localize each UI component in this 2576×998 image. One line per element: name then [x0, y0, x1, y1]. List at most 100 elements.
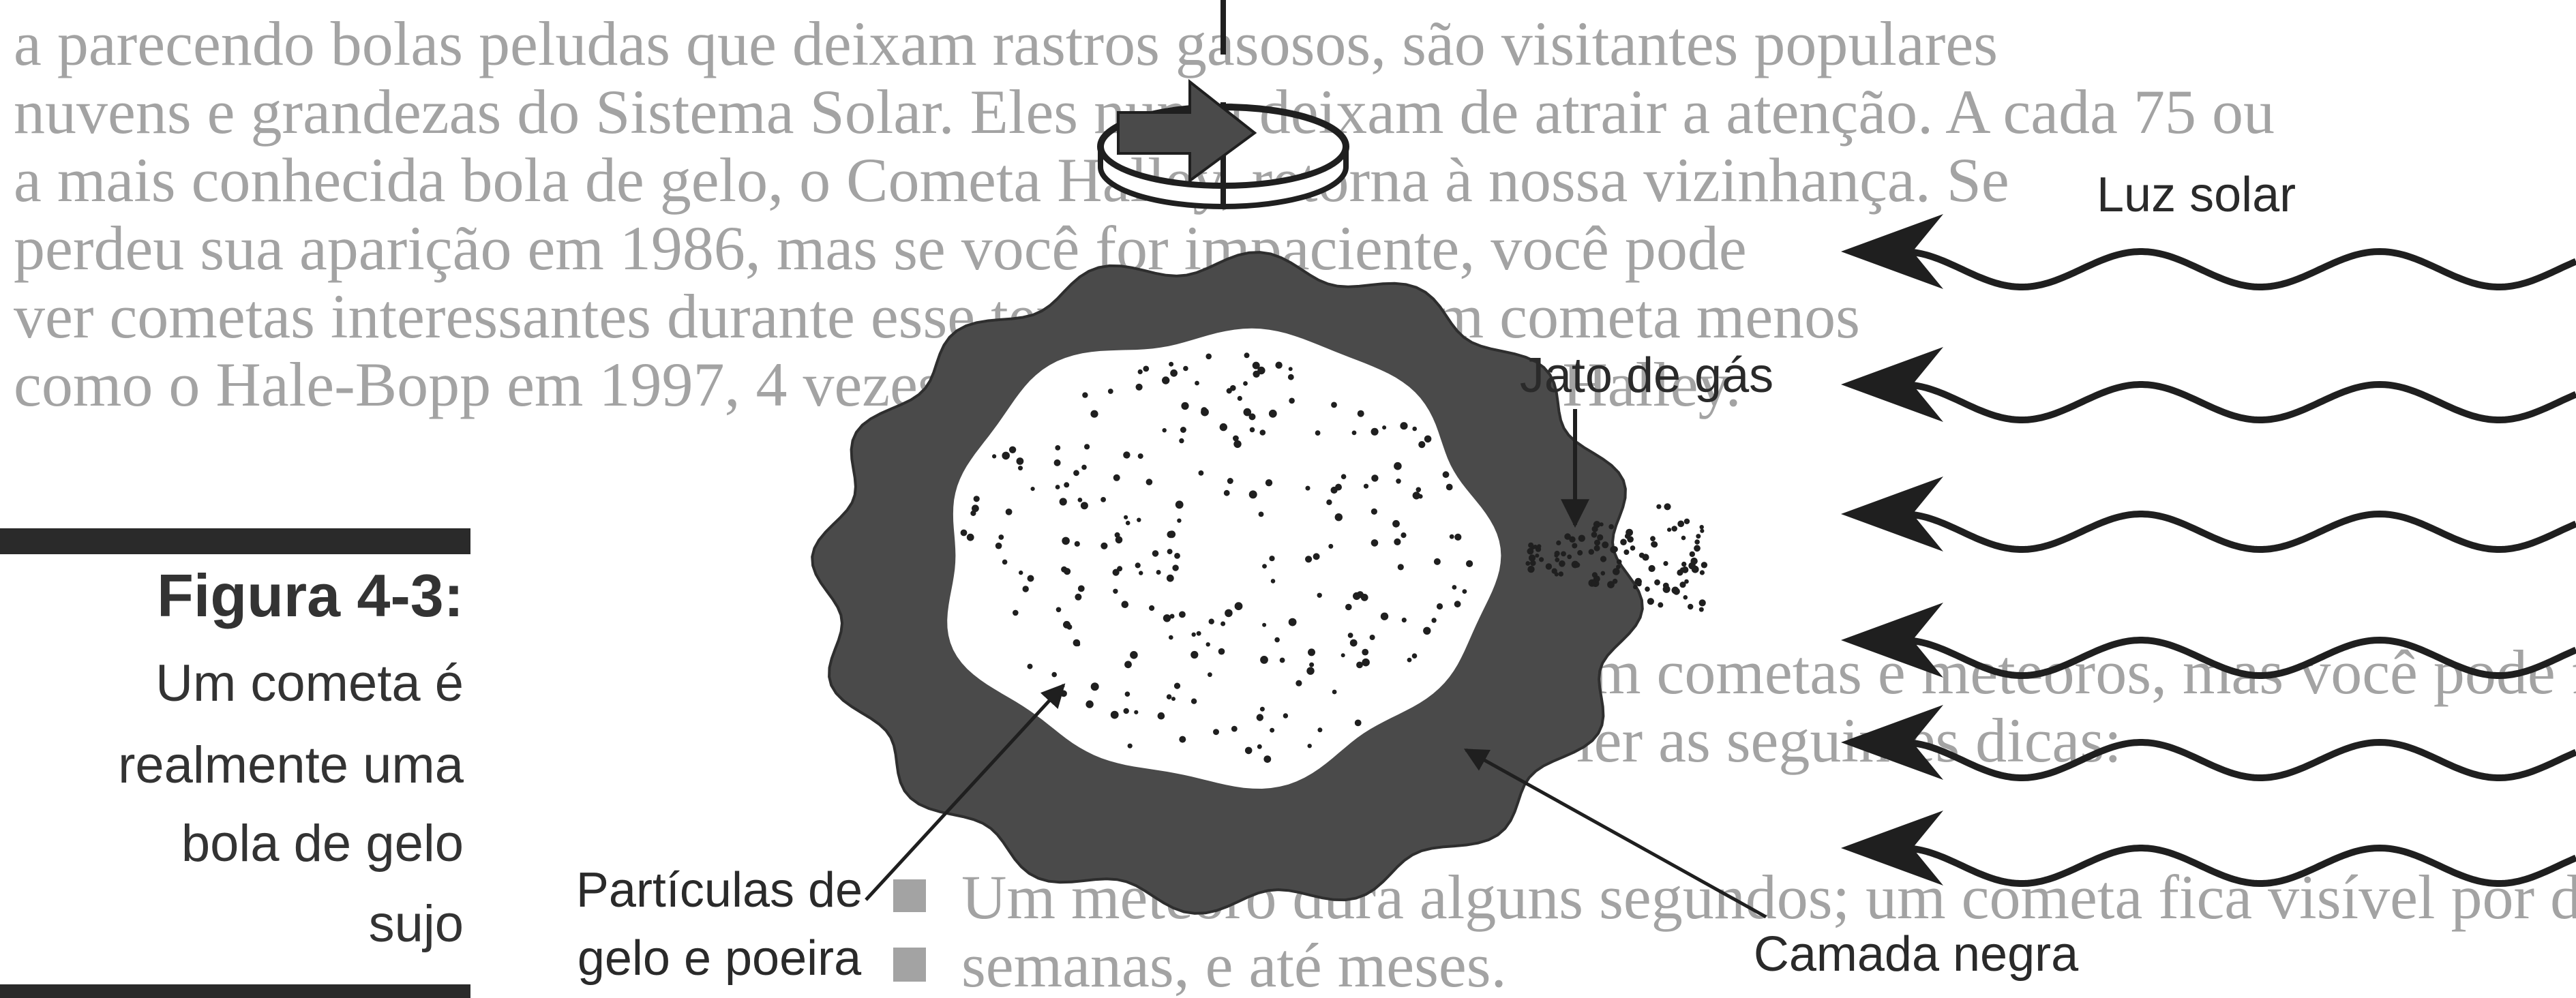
particle-dot — [1174, 553, 1180, 559]
gas-particle — [1630, 545, 1636, 551]
particle-dot — [1380, 612, 1389, 620]
particle-dot — [1179, 438, 1184, 444]
particle-dot — [1055, 445, 1061, 451]
particle-dot — [1163, 614, 1171, 622]
particle-dot — [1269, 556, 1275, 562]
gas-particle — [1658, 602, 1664, 608]
gas-particle — [1561, 551, 1566, 557]
particle-dot — [1259, 706, 1265, 712]
particle-dot — [1208, 672, 1212, 678]
gas-particle — [1597, 534, 1604, 541]
particle-dot — [1371, 508, 1377, 515]
gas-particle — [1599, 522, 1604, 527]
gas-particle — [1689, 551, 1695, 558]
gas-particle — [1616, 564, 1621, 569]
particle-dot — [1234, 602, 1243, 611]
particle-dot — [1055, 607, 1062, 613]
particle-dot — [1113, 474, 1120, 481]
particle-dot — [1256, 714, 1264, 721]
gas-particle — [1623, 549, 1630, 555]
particle-dot — [1124, 515, 1128, 519]
gas-particle — [1593, 576, 1598, 581]
particle-dot — [1288, 618, 1297, 626]
particle-dot — [1258, 511, 1264, 517]
particle-dot — [1013, 609, 1019, 616]
figure-caption-line: sujo — [368, 895, 464, 953]
particle-dot — [1289, 397, 1295, 404]
gas-particle — [1527, 547, 1534, 555]
particle-dot — [1249, 427, 1255, 433]
particle-dot — [1362, 648, 1369, 656]
gas-particle — [1577, 549, 1583, 556]
particle-dot — [1362, 658, 1370, 667]
particle-dot — [1168, 530, 1176, 539]
gas-particle — [1569, 536, 1576, 543]
particle-dot — [1205, 353, 1212, 360]
gas-particle — [1558, 571, 1563, 577]
particle-dot — [1090, 682, 1099, 691]
particle-dot — [1051, 671, 1057, 678]
particle-dot — [1002, 559, 1008, 565]
gas-particle — [1535, 554, 1540, 558]
particle-dot — [1412, 426, 1417, 432]
gas-particle — [1698, 607, 1704, 612]
gas-particle — [1683, 518, 1690, 524]
particle-dot — [1195, 380, 1199, 386]
black-layer-label: Camada negra — [1754, 927, 2079, 982]
particle-dot — [1446, 483, 1453, 491]
particle-dot — [1149, 605, 1155, 611]
particles-pointer — [865, 683, 1066, 901]
gas-particle — [1607, 581, 1615, 588]
particle-dot — [1169, 361, 1174, 367]
gas-particle — [1608, 524, 1614, 530]
particle-dot — [1305, 485, 1311, 491]
gas-particle — [1654, 579, 1660, 586]
gas-particle — [1624, 533, 1631, 539]
particle-dot — [1363, 483, 1369, 489]
particle-dot — [1005, 509, 1013, 515]
particle-dot — [1179, 611, 1186, 618]
particle-dot — [972, 504, 979, 513]
particle-dot — [1181, 402, 1189, 410]
gas-particle — [1683, 595, 1688, 600]
particle-dot — [1313, 553, 1320, 560]
particle-dot — [1347, 633, 1353, 638]
particle-dot — [1400, 422, 1408, 430]
particle-dot — [1356, 661, 1363, 669]
particle-dot — [1275, 361, 1283, 369]
particle-dot — [1371, 539, 1379, 547]
gas-particle — [1528, 554, 1536, 562]
gas-particle — [1610, 546, 1617, 554]
gas-particle — [1633, 584, 1638, 590]
gas-particle — [1667, 528, 1672, 532]
gas-particle — [1593, 545, 1600, 551]
particle-dot — [1268, 409, 1277, 418]
particle-dot — [1263, 755, 1272, 763]
gas-particle — [1530, 560, 1536, 566]
bullet-icon — [893, 879, 926, 912]
particle-dot — [1423, 626, 1431, 635]
particle-dot — [1066, 624, 1073, 630]
particle-dot — [1341, 474, 1347, 479]
particle-dot — [1328, 543, 1334, 549]
particle-dot — [1175, 500, 1184, 509]
gas-particle — [1694, 545, 1701, 552]
particle-dot — [1394, 462, 1402, 470]
particle-dot — [1156, 570, 1161, 575]
particle-dot — [1252, 361, 1260, 369]
particle-dot — [1227, 478, 1233, 484]
particle-dot — [1145, 479, 1153, 485]
particle-dot — [1172, 564, 1179, 571]
gas-particle — [1677, 520, 1685, 528]
gas-jet — [1525, 503, 1708, 612]
particle-dot — [1411, 653, 1418, 659]
gas-particle — [1684, 579, 1689, 584]
particle-dot — [1360, 594, 1368, 601]
particle-dot — [1124, 691, 1130, 697]
particle-dot — [1262, 622, 1267, 627]
particle-dot — [1233, 435, 1239, 442]
gas-particle — [1698, 599, 1706, 607]
comet-nucleus — [811, 251, 1644, 915]
